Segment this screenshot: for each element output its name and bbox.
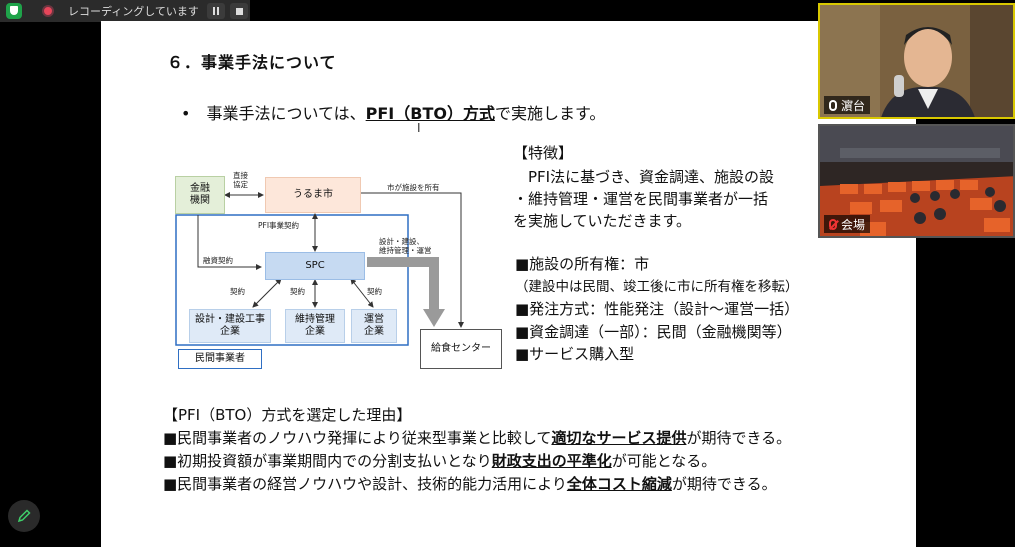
- bullet-highlight: PFI（BTO）方式: [365, 104, 495, 123]
- feature-item: ■サービス購入型: [515, 345, 635, 363]
- spc-box: SPC: [265, 252, 365, 280]
- features-line: ・維持管理・運営を民間事業者が一括: [513, 190, 769, 208]
- slide-title: ６．事業手法について: [167, 53, 337, 72]
- pencil-icon: [17, 509, 31, 523]
- contract-label-3: 契約: [367, 287, 382, 296]
- venue-video-tile[interactable]: 会場: [818, 124, 1015, 238]
- pfi-contract-label: PFI事業契約: [258, 221, 300, 230]
- bank-box: 金融 機関: [175, 176, 225, 214]
- scheme-diagram: 金融 機関 うるま市 SPC 設計・建設工事 企業 維持管理 企業 運営 企業 …: [173, 149, 513, 389]
- reason-item: ■初期投資額が事業期間内での分割支払いとなり財政支出の平準化が可能となる。: [163, 450, 791, 473]
- speaker-video-feed: [820, 5, 1013, 117]
- city-owns-label: 市が施設を所有: [387, 183, 440, 192]
- reason-highlight: 財政支出の平準化: [491, 452, 612, 470]
- contract-label-1: 契約: [230, 287, 245, 296]
- reasons-section: 【PFI（BTO）方式を選定した理由】 ■民間事業者のノウハウ発揮により従来型事…: [163, 404, 791, 496]
- maintenance-company-box: 維持管理 企業: [285, 309, 345, 343]
- bullet-suffix: で実施します。: [494, 104, 606, 123]
- features-line: を実施していただきます。: [513, 212, 692, 230]
- features-description: PFI法に基づき、資金調達、施設の設 ・維持管理・運営を民間事業者が一括 を実施…: [513, 166, 916, 232]
- recording-icon: [42, 5, 54, 17]
- annotate-pencil-button[interactable]: [8, 500, 40, 532]
- city-box: うるま市: [265, 177, 361, 213]
- operations-company-box: 運営 企業: [351, 309, 397, 343]
- reason-item: ■民間事業者の経営ノウハウや設計、技術的能力活用により全体コスト縮減が期待できる…: [163, 473, 791, 496]
- method-bullet: • 事業手法については、PFI（BTO）方式で実施します。: [181, 100, 605, 124]
- participant-label: 濵台: [824, 96, 871, 114]
- reason-item: ■民間事業者のノウハウ発揮により従来型事業と比較して適切なサービス提供が期待でき…: [163, 427, 791, 450]
- reason-text: が期待できる。: [671, 475, 777, 493]
- direct-agreement-label: 直接 協定: [233, 171, 248, 189]
- participant-name: 濵台: [841, 98, 866, 113]
- features-line: PFI法に基づき、資金調達、施設の設: [513, 168, 775, 186]
- feature-item: ■資金調達（一部）：民間（金融機関等）: [515, 322, 792, 341]
- features-heading: 【特徴】: [513, 144, 574, 162]
- diagram-connectors: [175, 192, 464, 346]
- feature-item: ■施設の所有権：市: [515, 255, 650, 273]
- recording-bar: レコーディングしています...: [0, 0, 250, 22]
- private-operator-label: 民間事業者: [178, 349, 262, 369]
- shared-slide: ６．事業手法について •事業手法については、PFI（BTO）方式で実施します。 …: [101, 21, 916, 547]
- speaker-video-tile[interactable]: 濵台: [818, 3, 1015, 119]
- reason-text: が期待できる。: [686, 429, 792, 447]
- microphone-icon: [829, 99, 837, 111]
- build-operate-label: 設計・建設、 維持管理・運営: [379, 237, 432, 255]
- reason-text: ■初期投資額が事業期間内での分割支払いとなり: [163, 452, 492, 470]
- reasons-heading: 【PFI（BTO）方式を選定した理由】: [163, 406, 412, 424]
- reason-text: ■民間事業者のノウハウ発揮により従来型事業と比較して: [163, 429, 552, 447]
- participant-name: 会場: [841, 217, 866, 232]
- reason-text: ■民間事業者の経営ノウハウや設計、技術的能力活用により: [163, 475, 567, 493]
- feature-item: ■発注方式：性能発注（設計～運営一括）: [515, 300, 800, 318]
- loan-contract-label: 融資契約: [203, 256, 233, 265]
- participant-label: 会場: [824, 215, 871, 233]
- contract-label-2: 契約: [290, 287, 305, 296]
- text-cursor-icon: I: [417, 121, 421, 135]
- school-lunch-center-box: 給食センター: [420, 329, 502, 369]
- pause-recording-button[interactable]: [207, 3, 225, 19]
- reason-highlight: 適切なサービス提供: [551, 429, 687, 447]
- recording-status-text: レコーディングしています...: [68, 5, 198, 18]
- design-construction-company-box: 設計・建設工事 企業: [189, 309, 271, 343]
- stop-recording-button[interactable]: [230, 3, 248, 19]
- reason-highlight: 全体コスト縮減: [566, 475, 672, 493]
- microphone-muted-icon: [829, 218, 837, 230]
- security-shield-icon[interactable]: [6, 3, 22, 19]
- bullet-prefix: 事業手法については、: [206, 104, 366, 123]
- bullet-dot: •: [181, 104, 191, 123]
- reason-text: が可能となる。: [611, 452, 717, 470]
- features-list: ■施設の所有権：市 （建設中は民間、竣工後に市に所有権を移転） ■発注方式：性能…: [515, 253, 799, 366]
- feature-note: （建設中は民間、竣工後に市に所有権を移転）: [515, 278, 799, 295]
